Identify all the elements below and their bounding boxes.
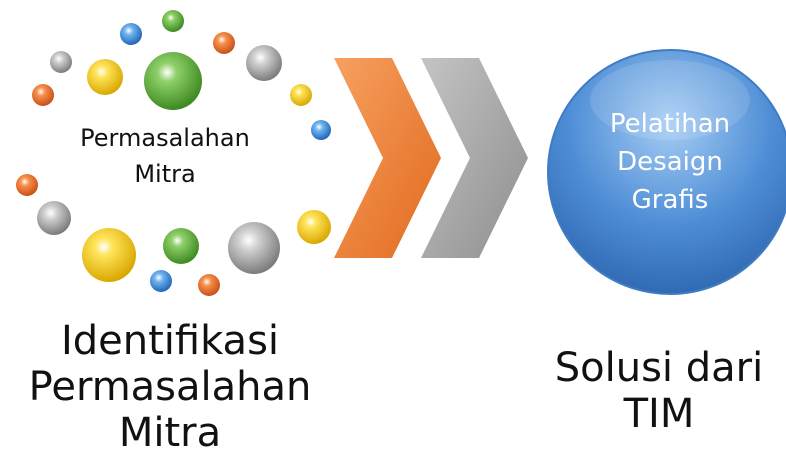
bubble bbox=[120, 23, 142, 45]
bubble bbox=[297, 210, 331, 244]
bubble bbox=[144, 52, 202, 110]
right-caption: Solusi dari TIM bbox=[540, 345, 778, 437]
bubble bbox=[150, 270, 172, 292]
right-caption-line-2: TIM bbox=[623, 391, 695, 437]
cluster-center-label: Permasalahan Mitra bbox=[40, 120, 290, 192]
right-caption-line-1: Solusi dari bbox=[554, 345, 764, 391]
bubble bbox=[16, 174, 38, 196]
chevron-arrow-gray bbox=[421, 58, 528, 258]
bubble bbox=[311, 120, 331, 140]
solution-label-line-3: Grafis bbox=[631, 185, 709, 215]
chevron-arrow-orange bbox=[334, 58, 441, 258]
solution-label-line-2: Desaign bbox=[617, 147, 723, 177]
bubble bbox=[87, 59, 123, 95]
left-caption-line-2: Permasalahan bbox=[28, 364, 312, 410]
left-caption-line-3: Mitra bbox=[118, 410, 222, 456]
bubble bbox=[246, 45, 282, 81]
bubble bbox=[228, 222, 280, 274]
left-caption: Identifikasi Permasalahan Mitra bbox=[20, 318, 320, 456]
bubble bbox=[37, 201, 71, 235]
left-caption-line-1: Identifikasi bbox=[60, 318, 280, 364]
solution-circle-label: Pelatihan Desaign Grafis bbox=[575, 105, 765, 219]
bubble bbox=[50, 51, 72, 73]
bubble bbox=[213, 32, 235, 54]
bubble bbox=[163, 228, 199, 264]
bubble bbox=[198, 274, 220, 296]
cluster-label-line-1: Permasalahan bbox=[80, 124, 250, 152]
solution-circle-highlight bbox=[590, 60, 750, 140]
bubble bbox=[162, 10, 184, 32]
bubble bbox=[82, 228, 136, 282]
bubble-cluster bbox=[16, 10, 331, 296]
cluster-label-line-2: Mitra bbox=[134, 160, 196, 188]
bubble bbox=[290, 84, 312, 106]
solution-label-line-1: Pelatihan bbox=[609, 109, 731, 139]
bubble bbox=[32, 84, 54, 106]
solution-circle bbox=[547, 49, 786, 295]
